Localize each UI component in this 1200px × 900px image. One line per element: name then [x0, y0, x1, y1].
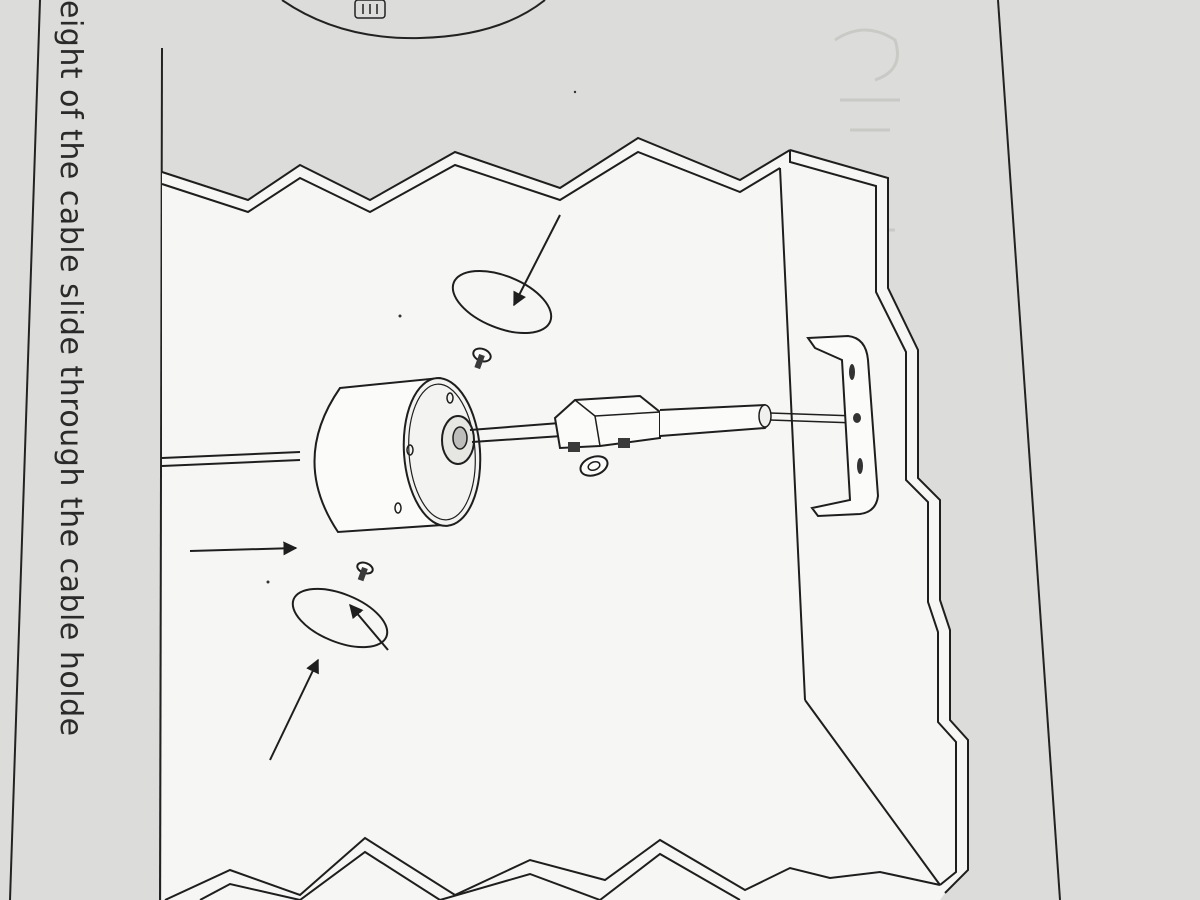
arrow-icon: [189, 541, 298, 556]
frame-border-right: [997, 0, 1061, 900]
arrow-icon: [269, 658, 319, 761]
detail-callout-circle: [281, 0, 546, 40]
screw-upper: [451, 214, 561, 370]
screw-icon: [472, 347, 492, 370]
frame-panel-left: [159, 47, 163, 900]
screw-lower: [269, 561, 389, 761]
instruction-text: eight of the cable slide through the cab…: [53, 0, 88, 737]
ceiling-canopy: [313, 376, 482, 534]
arrow-icon: [513, 214, 561, 307]
ceiling-slab: [161, 136, 969, 900]
screw-icon: [356, 561, 374, 582]
mounting-bracket: [806, 334, 880, 518]
supply-wire: [469, 422, 563, 443]
rotation-indicator-icon: [451, 270, 553, 334]
rotation-indicator-icon: [291, 587, 389, 649]
ground-ring-terminal: [579, 455, 609, 477]
wire-sleeve: [659, 403, 857, 437]
page-border-left: [9, 0, 41, 900]
arrow-icon: [349, 603, 389, 651]
suspension-cable: [161, 451, 301, 467]
